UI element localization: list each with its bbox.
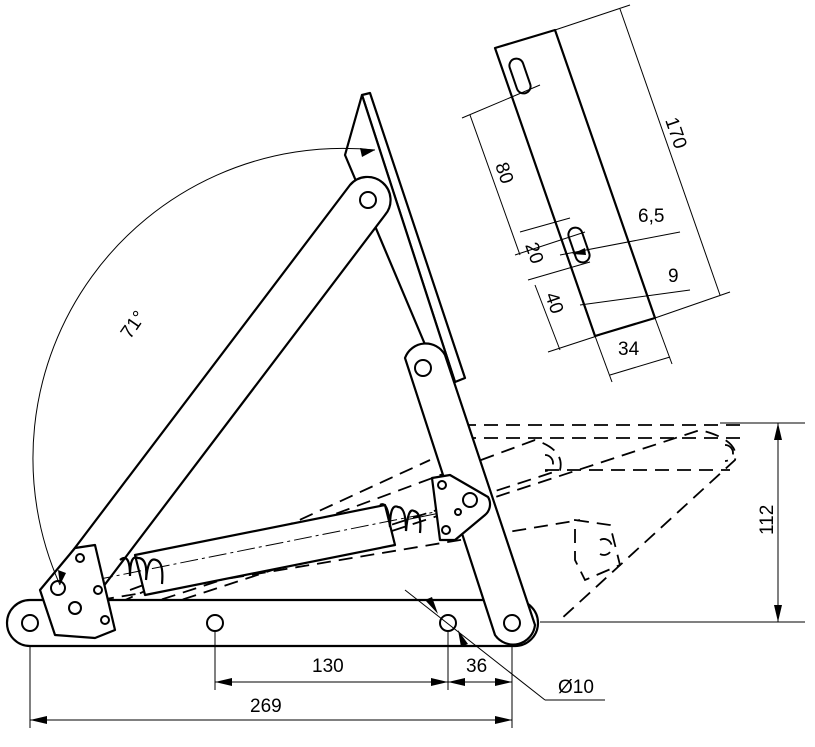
- height-dimension: 112: [540, 422, 805, 623]
- bracket-hole-2: [93, 585, 103, 595]
- short-arm-top-hole: [414, 359, 432, 377]
- bottom-bracket: [38, 543, 117, 640]
- short-arm-bottom-hole: [503, 614, 521, 632]
- dim-plate-width: 34: [618, 339, 640, 360]
- dim-slot-edge-offset: 9: [668, 266, 679, 287]
- dim-closed-height: 112: [757, 505, 778, 535]
- upper-bracket-hole-1: [462, 492, 478, 508]
- dim-hole-spacing: 130: [312, 656, 344, 677]
- bracket-hole-5: [68, 601, 82, 615]
- dim-end-hole-offset: 36: [466, 656, 487, 677]
- base-hole-middle: [206, 614, 224, 632]
- bracket-hole-3: [75, 553, 85, 563]
- dim-hole-diameter: Ø10: [558, 677, 594, 698]
- detail-slot-top: [508, 57, 532, 95]
- dim-slot-length: 20: [520, 240, 547, 267]
- plate-detail: 170 80 20 6,5 40 9 34: [461, 4, 731, 383]
- dim-plate-length: 170: [660, 115, 690, 152]
- bracket-hole-1: [50, 580, 66, 596]
- upper-bracket: [430, 473, 492, 542]
- upper-bracket-hole-4: [454, 508, 462, 516]
- long-arm: [41, 175, 392, 622]
- long-arm-top-hole: [359, 191, 377, 209]
- dim-overall-length: 269: [250, 696, 282, 717]
- upper-bracket-hole-2: [437, 480, 447, 490]
- base-hole-left: [21, 614, 39, 632]
- angle-label: 71°: [117, 307, 151, 343]
- upper-bracket-hole-3: [441, 525, 451, 535]
- gas-spring: [94, 503, 446, 597]
- bottom-dimensions: 130 36 269 Ø10: [29, 589, 605, 728]
- bracket-hole-4: [100, 615, 110, 625]
- dim-plate-bottom-offset: 40: [540, 290, 567, 317]
- dim-slot-width: 6,5: [638, 206, 664, 227]
